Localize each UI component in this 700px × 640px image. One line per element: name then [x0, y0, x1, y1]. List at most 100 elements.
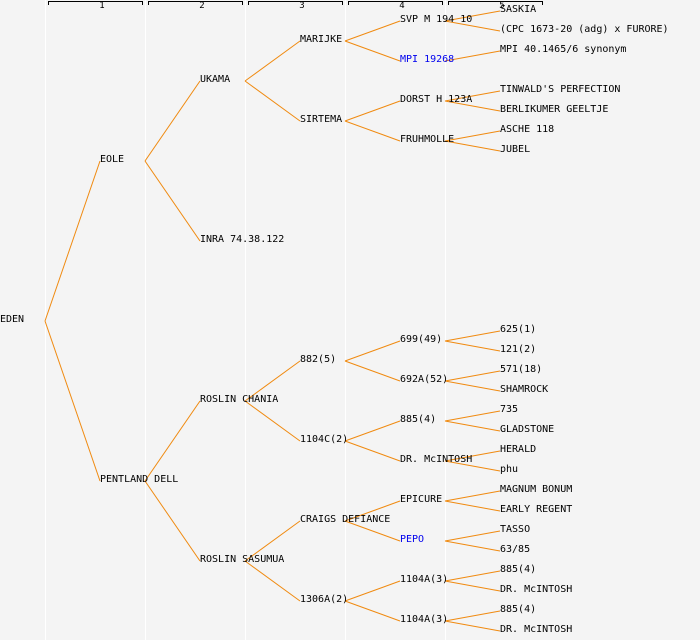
pedigree-connector — [144, 400, 201, 482]
pedigree-node: TINWALD'S PERFECTION — [500, 84, 621, 95]
pedigree-connector — [444, 50, 501, 62]
pedigree-node: UKAMA — [200, 74, 231, 85]
pedigree-node: DR. McINTOSH — [500, 584, 573, 595]
pedigree-node: DR. McINTOSH — [500, 624, 573, 635]
pedigree-connector — [344, 420, 401, 442]
pedigree-node: JUBEL — [500, 144, 531, 155]
pedigree-node: SASKIA — [500, 4, 537, 15]
pedigree-node: ROSLIN SASUMUA — [200, 554, 285, 565]
pedigree-connector — [444, 10, 501, 22]
pedigree-connector — [444, 130, 501, 142]
pedigree-connector — [344, 120, 401, 142]
pedigree-node: INRA 74.38.122 — [200, 234, 285, 245]
pedigree-node: 885(4) — [400, 414, 437, 425]
column-separator — [345, 0, 346, 640]
pedigree-node: CRAIGS DEFIANCE — [300, 514, 391, 525]
column-separator — [145, 0, 146, 640]
pedigree-connector — [444, 620, 501, 632]
pedigree-node: ROSLIN CHANIA — [200, 394, 279, 405]
pedigree-connector — [444, 580, 501, 592]
pedigree-connector — [244, 400, 301, 442]
pedigree-node: TASSO — [500, 524, 531, 535]
pedigree-node: PENTLAND DELL — [100, 474, 179, 485]
pedigree-node: 699(49) — [400, 334, 443, 345]
generation-bracket-3 — [248, 1, 343, 5]
generation-bracket-1 — [48, 1, 143, 5]
pedigree-node: 121(2) — [500, 344, 537, 355]
pedigree-connector — [444, 460, 501, 472]
pedigree-node[interactable]: PEPO — [400, 534, 425, 545]
pedigree-connector — [344, 440, 401, 462]
pedigree-connector — [444, 540, 501, 552]
pedigree-node: 885(4) — [500, 564, 537, 575]
pedigree-node: GLADSTONE — [500, 424, 555, 435]
generation-bracket-4 — [348, 1, 443, 5]
pedigree-node: SIRTEMA — [300, 114, 343, 125]
pedigree-node: 571(18) — [500, 364, 543, 375]
column-separator — [245, 0, 246, 640]
pedigree-node: DR. McINTOSH — [400, 454, 473, 465]
pedigree-node: ASCHE 118 — [500, 124, 555, 135]
pedigree-connector — [444, 90, 501, 102]
pedigree-node[interactable]: MPI 19268 — [400, 54, 455, 65]
pedigree-node: phu — [500, 464, 519, 475]
generation-bracket-5 — [448, 1, 543, 5]
pedigree-node: 885(4) — [500, 604, 537, 615]
pedigree-connector — [244, 80, 301, 122]
pedigree-node: 735 — [500, 404, 519, 415]
pedigree-connector — [444, 410, 501, 422]
pedigree-connector — [444, 490, 501, 502]
pedigree-node: FRUHMOLLE — [400, 134, 455, 145]
pedigree-connector — [344, 340, 401, 362]
pedigree-connector — [144, 480, 201, 562]
pedigree-node: HERALD — [500, 444, 537, 455]
pedigree-connector — [444, 330, 501, 342]
pedigree-connector — [444, 100, 501, 112]
pedigree-connector — [444, 380, 501, 392]
pedigree-connector — [244, 40, 301, 82]
pedigree-connector — [444, 570, 501, 582]
pedigree-node: SVP M 194 10 — [400, 14, 473, 25]
pedigree-connector — [444, 450, 501, 462]
pedigree-node: (CPC 1673-20 (adg) x FURORE) — [500, 24, 669, 35]
pedigree-node: EPICURE — [400, 494, 443, 505]
pedigree-connector — [244, 560, 301, 602]
pedigree-node: 63/85 — [500, 544, 531, 555]
pedigree-connector — [444, 20, 501, 32]
pedigree-node: 1104A(3) — [400, 574, 449, 585]
pedigree-connector — [444, 530, 501, 542]
pedigree-connector — [344, 500, 401, 522]
column-separator — [445, 0, 446, 640]
generation-label-4: 4 — [399, 1, 405, 11]
pedigree-node: MARIJKE — [300, 34, 343, 45]
pedigree-connector — [344, 520, 401, 542]
pedigree-node: 692A(52) — [400, 374, 449, 385]
pedigree-connector — [244, 520, 301, 562]
pedigree-connector — [244, 360, 301, 402]
pedigree-root: EDEN — [0, 314, 25, 325]
pedigree-connector — [444, 140, 501, 152]
pedigree-connector — [344, 40, 401, 62]
pedigree-node: 882(5) — [300, 354, 337, 365]
pedigree-connector — [144, 160, 201, 242]
generation-label-2: 2 — [199, 1, 205, 11]
pedigree-node: EARLY REGENT — [500, 504, 573, 515]
pedigree-connector — [344, 580, 401, 602]
pedigree-connector — [44, 320, 101, 482]
pedigree-node: 625(1) — [500, 324, 537, 335]
pedigree-connector — [444, 610, 501, 622]
generation-bracket-2 — [148, 1, 243, 5]
pedigree-connector — [344, 20, 401, 42]
pedigree-node: BERLIKUMER GEELTJE — [500, 104, 609, 115]
pedigree-connector — [344, 360, 401, 382]
pedigree-node: MAGNUM BONUM — [500, 484, 573, 495]
pedigree-node: 1104A(3) — [400, 614, 449, 625]
pedigree-connector — [44, 160, 101, 322]
pedigree-node: SHAMROCK — [500, 384, 549, 395]
pedigree-node: MPI 40.1465/6 synonym — [500, 44, 627, 55]
pedigree-node: 1104C(2) — [300, 434, 349, 445]
pedigree-connector — [444, 500, 501, 512]
pedigree-connector — [444, 420, 501, 432]
pedigree-node: 1306A(2) — [300, 594, 349, 605]
